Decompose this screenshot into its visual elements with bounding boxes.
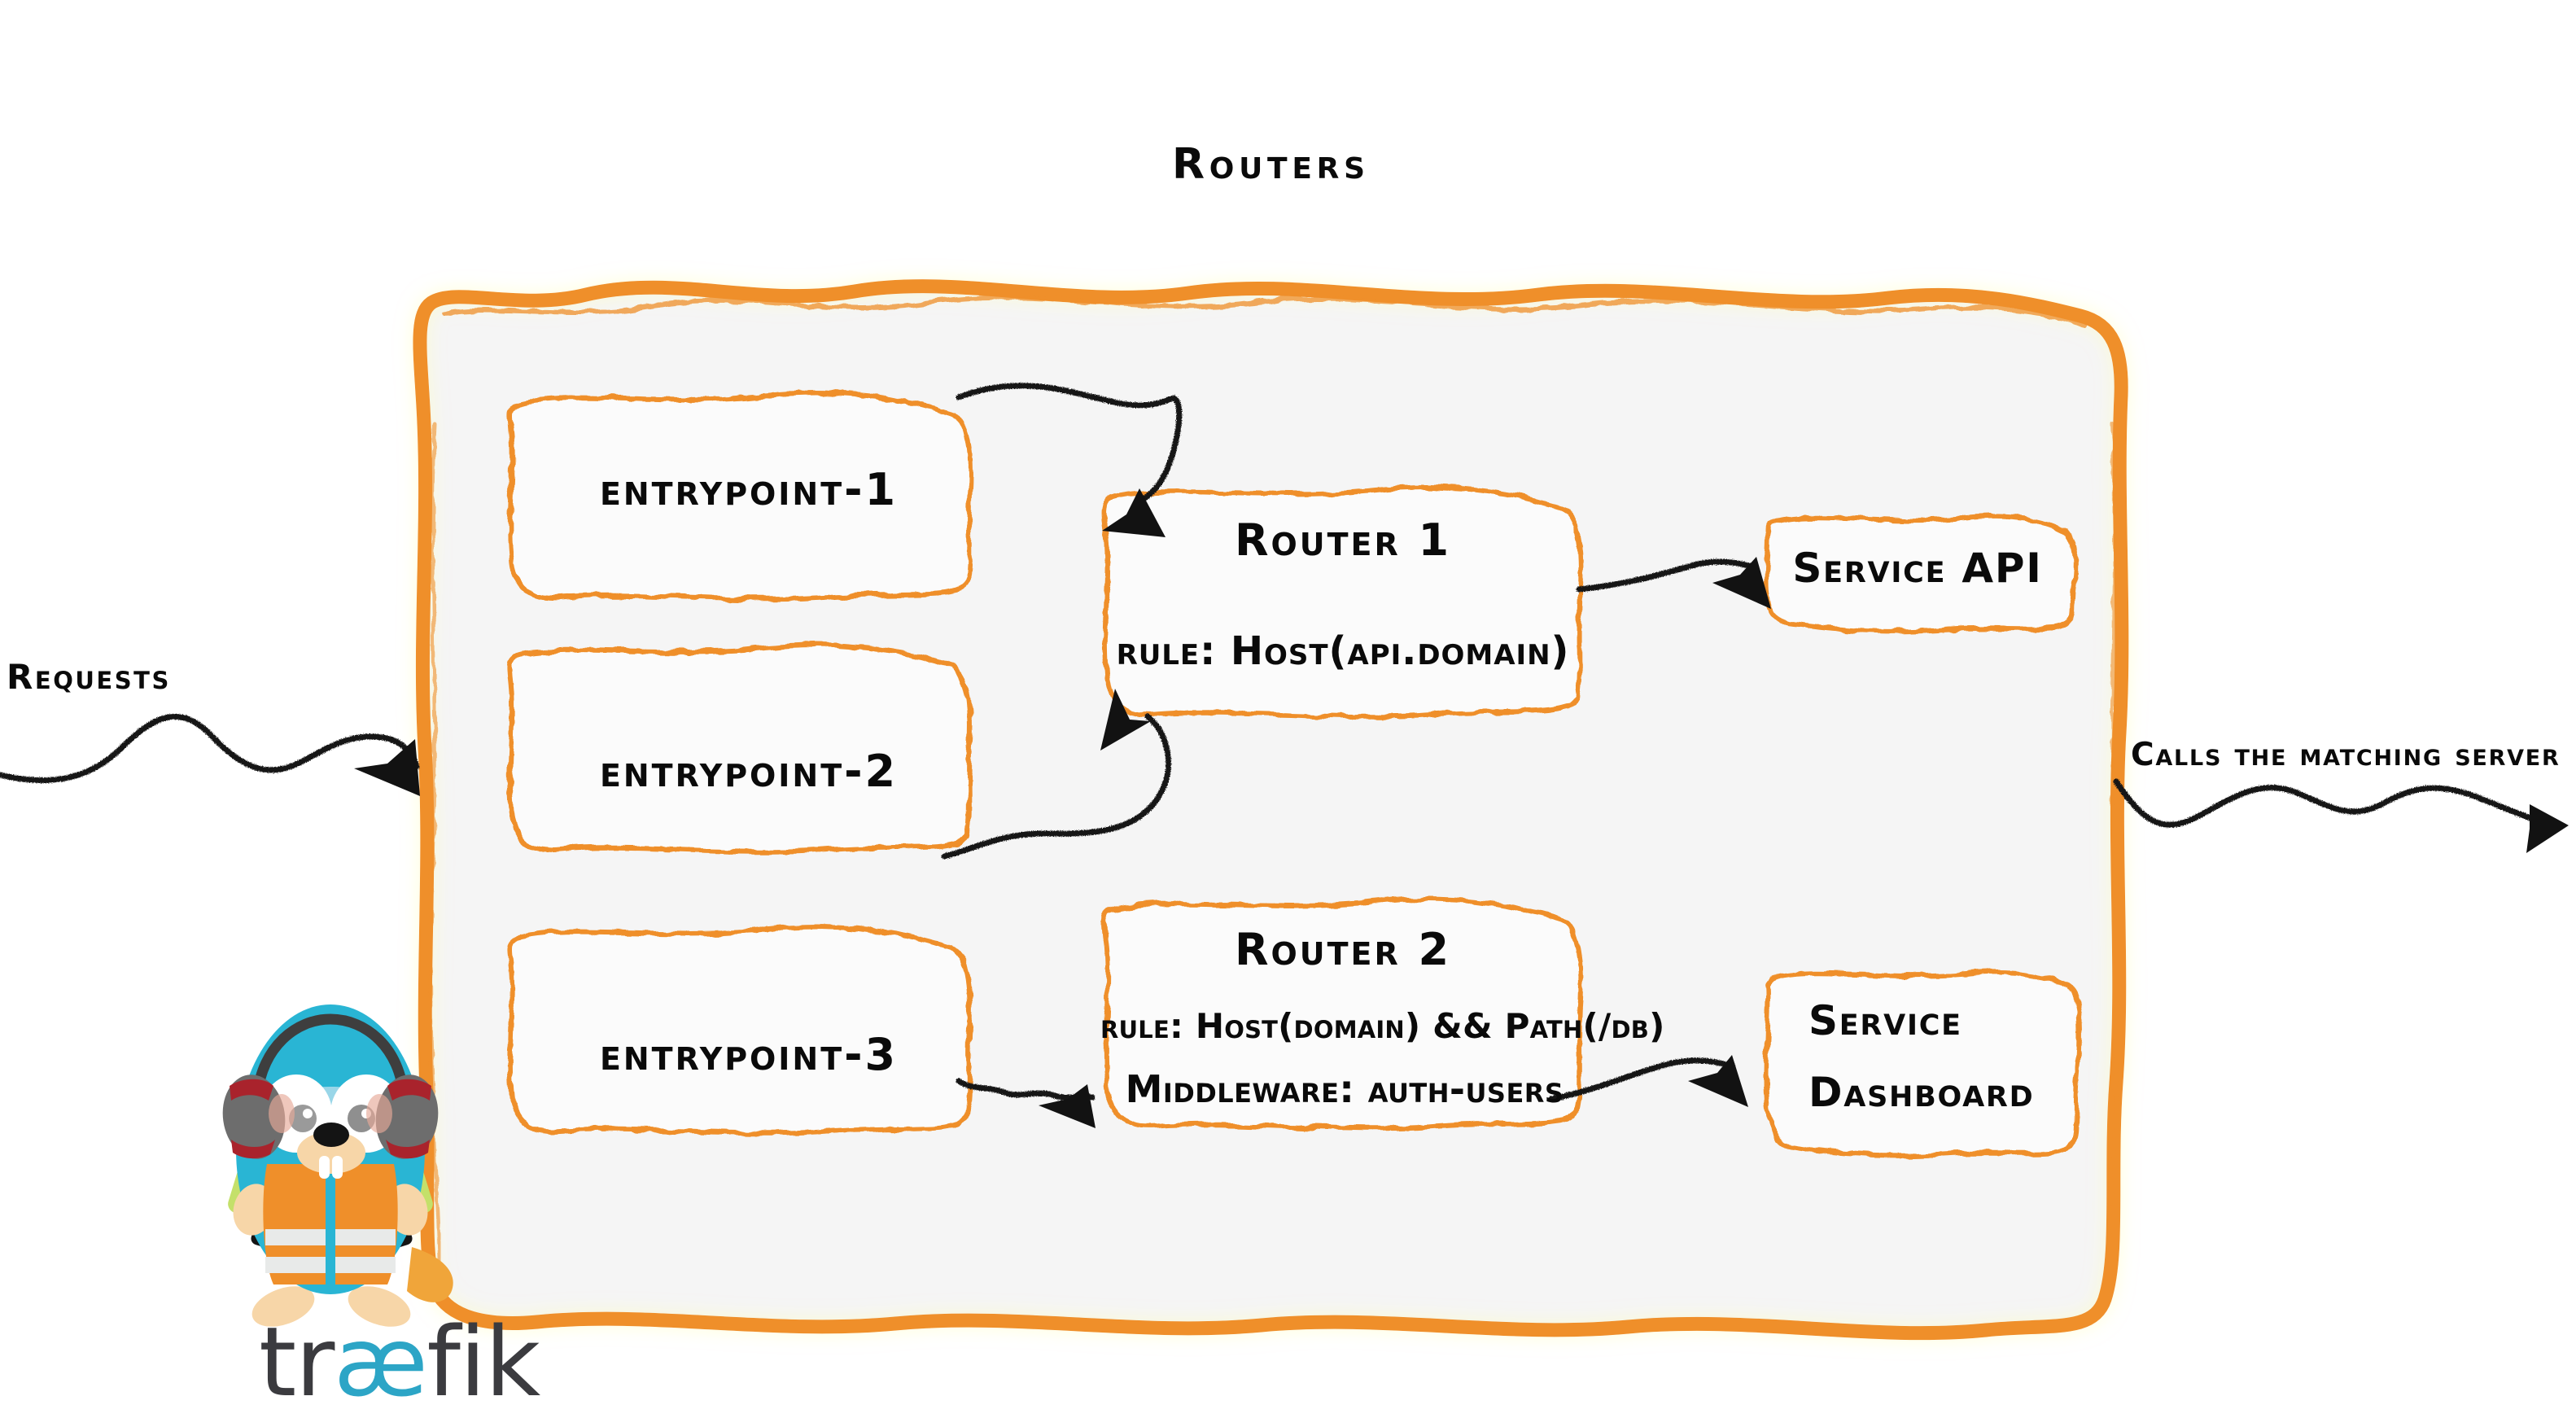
wordmark-ligature: æ [333,1306,428,1418]
entrypoint-box-1[interactable] [506,390,973,602]
traefik-wordmark: træfik [259,1314,540,1410]
arrow-router1-to-service-api [1576,558,1760,593]
arrow-calls-server [2113,778,2536,828]
wordmark-suffix: fik [426,1306,540,1418]
arrow-ep1-to-router1 [956,383,1183,503]
arrow-heads [354,488,2569,1128]
service-box-api[interactable] [1764,514,2079,634]
entrypoint-box-2[interactable] [506,642,973,855]
arrow-ep2-to-router1 [941,713,1172,860]
router-box-1[interactable] [1102,484,1584,720]
router-box-2[interactable] [1102,896,1584,1131]
wordmark-prefix: tr [259,1306,335,1418]
entrypoint-box-3[interactable] [506,924,973,1136]
arrow-router2-to-service-dashboard [1548,1057,1735,1102]
arrow-requests [0,713,420,784]
service-box-dashboard[interactable] [1764,969,2082,1158]
